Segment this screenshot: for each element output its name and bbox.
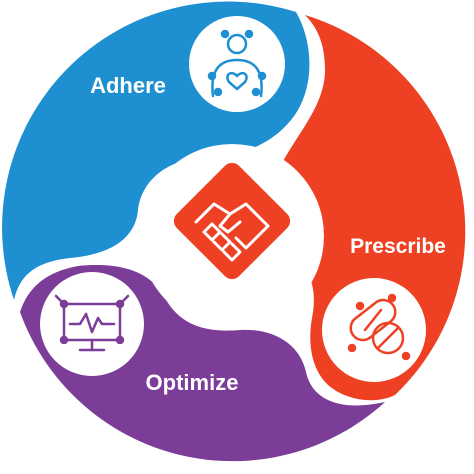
monitor-heartbeat-network-icon (54, 294, 130, 352)
optimize-icon-badge (40, 272, 144, 376)
adhere-label: Adhere (90, 73, 166, 98)
optimize-icon-circle (40, 272, 144, 376)
optimize-label: Optimize (146, 370, 239, 395)
prescribe-icon-badge (322, 278, 426, 382)
caregiver-heart-network-icon (207, 29, 267, 98)
capsule-pill-network-icon (347, 293, 411, 361)
center-badge (173, 162, 291, 280)
handshake-icon (194, 202, 270, 262)
center-diamond (173, 162, 291, 280)
adhere-icon-circle (189, 16, 285, 112)
adhere-icon-badge (189, 16, 285, 112)
prescribe-label: Prescribe (350, 235, 446, 258)
